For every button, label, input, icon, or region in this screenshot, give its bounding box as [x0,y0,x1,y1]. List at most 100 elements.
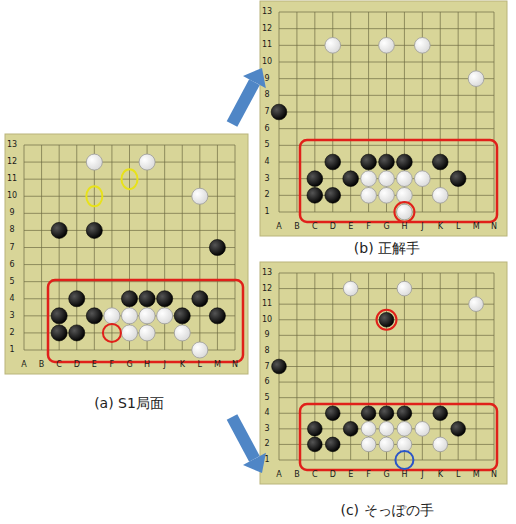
board-panel: (c) そっぽの手 [264,262,510,520]
column-letter: L [456,471,460,479]
row-number: 4 [264,158,269,166]
row-number: 3 [264,425,269,433]
white-stone [397,281,412,296]
row-number: 13 [262,269,272,277]
row-number: 12 [7,158,17,166]
row-number: 1 [264,208,269,216]
white-stone [397,422,412,437]
black-stone [192,291,208,307]
board-panel: (a) S1局面 [4,128,254,413]
column-letter: J [421,471,423,479]
arrow-shaft [227,79,260,127]
black-stone [325,188,341,204]
column-letter: E [348,223,353,231]
black-stone [121,291,137,307]
row-number: 6 [264,378,269,386]
white-stone [361,437,376,452]
column-letter: B [294,223,300,231]
row-number: 4 [9,295,14,303]
black-stone [271,104,287,120]
row-number: 12 [262,25,272,33]
highlight-region [300,140,497,222]
black-stone [174,308,190,324]
white-stone [139,154,155,170]
white-stone [157,308,173,324]
row-number: 7 [9,244,14,252]
black-stone [157,291,173,307]
panel-caption: (b) 正解手 [264,240,510,258]
black-stone [361,406,376,421]
column-letter: L [198,361,202,369]
black-stone [451,422,466,437]
column-letter: H [401,471,407,479]
row-number: 10 [7,192,17,200]
column-letter: M [473,223,480,231]
column-letter: B [294,471,300,479]
row-number: 5 [9,278,14,286]
white-stone [379,422,394,437]
row-number: 6 [9,261,14,269]
column-letter: N [491,223,497,231]
move-marker [394,202,414,222]
board-grid [24,145,235,350]
row-number: 6 [264,125,269,133]
highlight-region [48,280,243,362]
row-number: 1 [9,346,14,354]
row-number: 4 [264,409,269,417]
column-letter: M [473,471,480,479]
black-stone [397,406,412,421]
black-stone [397,154,413,170]
black-stone [432,154,448,170]
black-stone [450,171,466,187]
black-stone [379,406,394,421]
white-stone [397,171,413,187]
black-stone [361,154,377,170]
black-stone [69,325,85,341]
column-letter: F [110,361,115,369]
correct-point-marker [395,451,413,469]
white-stone [325,38,341,54]
white-stone [121,308,137,324]
white-stone [361,422,376,437]
move-marker [377,310,397,330]
column-letter: K [180,361,185,369]
move-marker [103,324,121,342]
flow-arrow [227,414,266,473]
column-letter: E [92,361,97,369]
panel-caption: (c) そっぽの手 [264,502,510,520]
black-stone [307,188,323,204]
row-number: 11 [262,300,272,308]
board-ground [5,134,248,374]
black-stone [433,406,448,421]
white-stone [468,71,484,87]
white-stone [192,342,208,358]
row-number: 8 [264,91,269,99]
row-number: 5 [264,141,269,149]
row-number: 5 [264,394,269,402]
white-stone [469,297,484,312]
row-number: 8 [9,226,14,234]
white-stone [433,437,448,452]
black-stone [308,437,323,452]
column-letter: A [276,471,281,479]
row-number: 3 [9,312,14,320]
black-stone [307,171,323,187]
white-stone [379,188,395,204]
row-number: 11 [262,41,272,49]
black-stone [69,291,85,307]
row-number: 10 [262,316,272,324]
black-stone [325,406,340,421]
column-letter: L [456,223,460,231]
column-letter: H [401,223,407,231]
black-stone [51,308,67,324]
column-letter: C [312,223,318,231]
board-panel: (b) 正解手 [264,2,510,258]
row-number: 9 [264,75,269,83]
row-number: 11 [7,175,17,183]
white-stone [86,154,102,170]
flow-arrow [227,68,266,127]
black-stone [325,437,340,452]
row-number: 13 [262,8,272,16]
column-letter: D [330,471,336,479]
candidate-marker [86,186,102,206]
